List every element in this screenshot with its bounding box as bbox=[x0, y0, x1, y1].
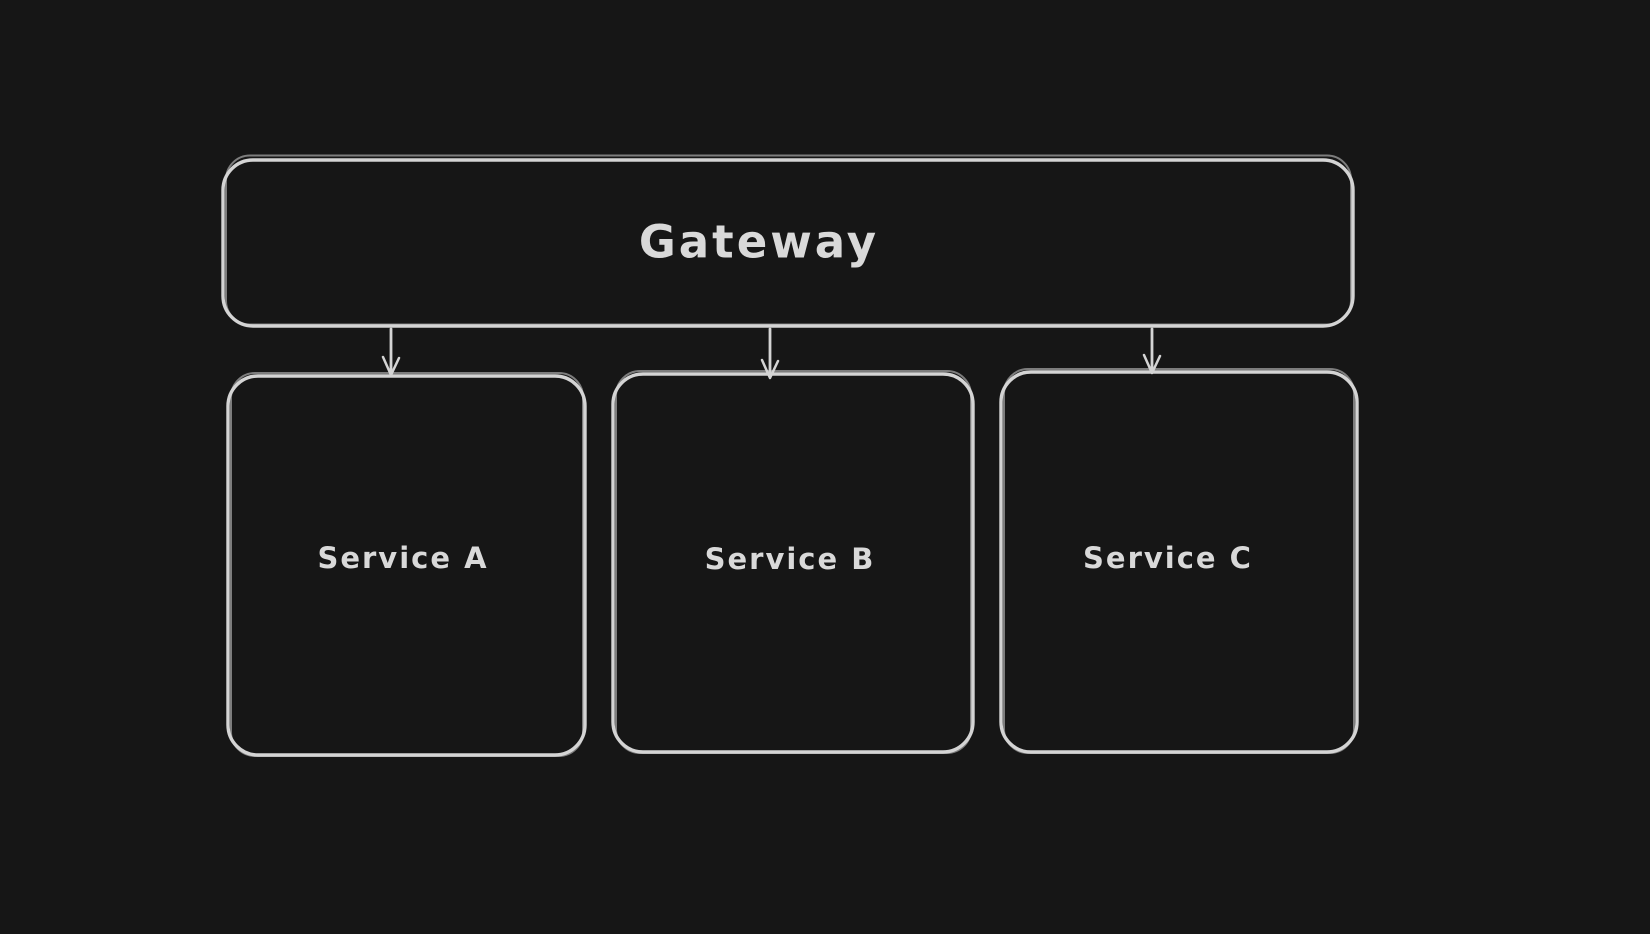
service-a-box[interactable] bbox=[226, 374, 587, 757]
service-a-label: Service A bbox=[317, 541, 488, 575]
edge-gateway-to-service-b[interactable] bbox=[760, 327, 780, 380]
edge-b-arrowhead-icon bbox=[760, 358, 780, 380]
gateway-label: Gateway bbox=[639, 216, 879, 269]
node-service-a[interactable]: Service A bbox=[226, 372, 587, 757]
service-c-label: Service C bbox=[1083, 541, 1253, 575]
service-c-box[interactable] bbox=[999, 370, 1359, 754]
node-service-c[interactable]: Service C bbox=[999, 368, 1359, 754]
node-gateway[interactable]: Gateway bbox=[221, 154, 1355, 328]
service-b-box[interactable] bbox=[611, 372, 975, 754]
gateway-box[interactable] bbox=[221, 158, 1355, 328]
service-b-label: Service B bbox=[705, 542, 876, 576]
node-service-b[interactable]: Service B bbox=[611, 370, 975, 754]
